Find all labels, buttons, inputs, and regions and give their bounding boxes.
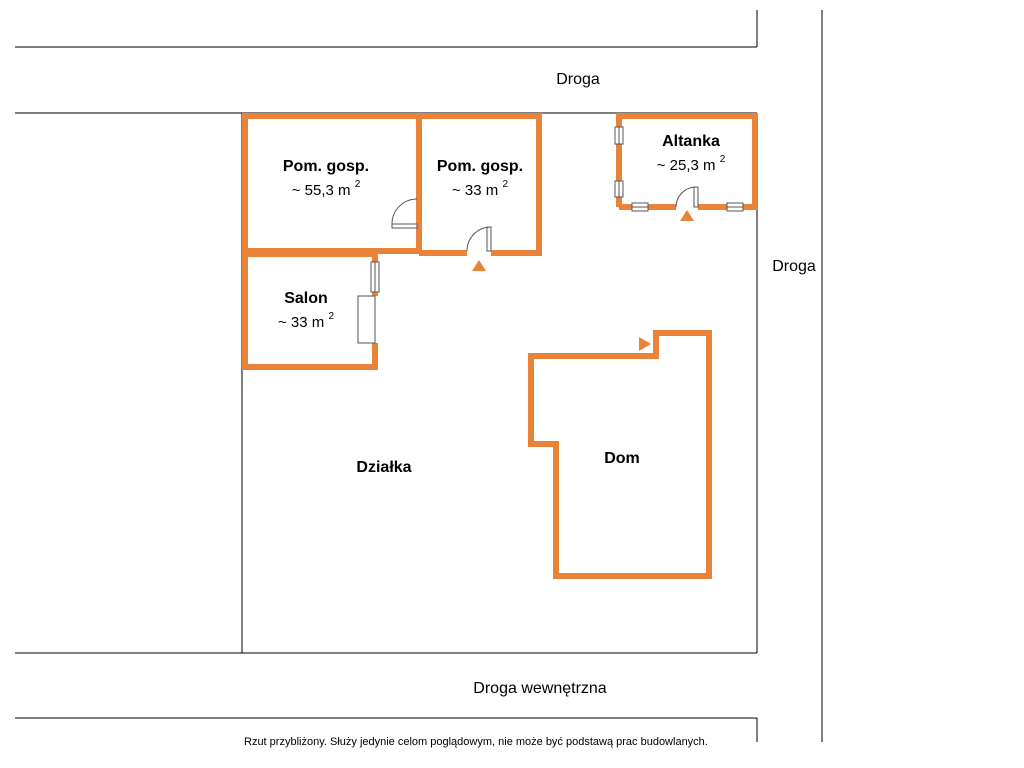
area-exponent: 2 <box>502 179 508 190</box>
room-name: Pom. gosp. <box>436 158 524 175</box>
room-dom-name: Dom <box>604 450 640 467</box>
salon-outline <box>242 251 378 370</box>
window-altanka-left-lower <box>614 180 624 198</box>
dom-outline <box>528 330 712 579</box>
doors <box>357 186 699 344</box>
road-label-right: Droga <box>772 258 816 275</box>
entrance-arrow-pom-gosp-2 <box>472 260 486 271</box>
area-value: ~ 25,3 m <box>656 157 716 174</box>
door-pom-gosp-2 <box>466 226 492 252</box>
area-exponent: 2 <box>719 154 726 165</box>
window-altanka-bottom-left <box>631 202 649 212</box>
room-salon: Salon ~ 33 m 2 <box>256 290 356 331</box>
area-value: ~ 33 m <box>277 314 325 331</box>
pom-gosp-2-outline <box>419 113 542 256</box>
entrance-markers <box>472 210 694 351</box>
door-salon <box>357 295 376 344</box>
door-pom-gosp-1 <box>391 198 418 229</box>
area-value: ~ 33 m <box>451 182 499 199</box>
room-pom-gosp-1: Pom. gosp. ~ 55,3 m 2 <box>266 158 386 199</box>
road-label-bottom: Droga wewnętrzna <box>473 680 607 697</box>
area-exponent: 2 <box>328 311 334 322</box>
altanka-outline <box>616 113 758 210</box>
plot-label: Działka <box>356 459 412 476</box>
door-altanka <box>675 186 699 208</box>
window-salon <box>370 261 380 293</box>
room-pom-gosp-2: Pom. gosp. ~ 33 m 2 <box>420 158 540 199</box>
entrance-arrow-dom <box>639 337 651 351</box>
disclaimer-note: Rzut przybliżony. Służy jedynie celom po… <box>244 736 708 748</box>
entrance-arrow-altanka <box>680 210 694 221</box>
area-value: ~ 55,3 m <box>291 182 351 199</box>
room-area: ~ 55,3 m 2 <box>266 179 386 199</box>
altanka-walls <box>616 113 758 210</box>
room-altanka: Altanka ~ 25,3 m 2 <box>636 133 746 174</box>
window-altanka-bottom-right <box>726 202 744 212</box>
room-name: Altanka <box>662 133 720 150</box>
outbuildings-walls <box>242 113 542 370</box>
windows <box>370 126 744 293</box>
road-label-top: Droga <box>556 71 600 88</box>
room-name: Pom. gosp. <box>282 158 370 175</box>
room-name: Salon <box>284 290 328 307</box>
room-area: ~ 25,3 m 2 <box>636 154 746 174</box>
window-altanka-left-upper <box>614 126 624 145</box>
area-exponent: 2 <box>354 179 361 190</box>
room-area: ~ 33 m 2 <box>420 179 540 199</box>
room-area: ~ 33 m 2 <box>256 311 356 331</box>
